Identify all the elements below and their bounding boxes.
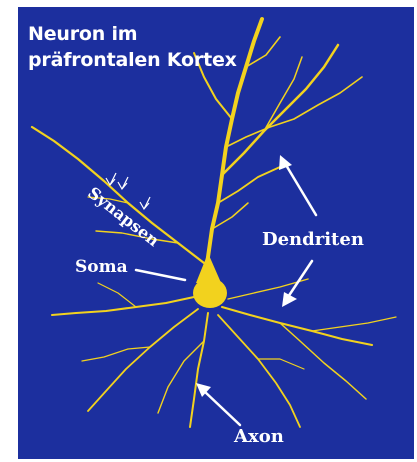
soma-pointer-line xyxy=(136,270,185,280)
label-dendriten: Dendriten xyxy=(262,229,364,250)
figure-title: Neuron im präfrontalen Kortex xyxy=(28,21,237,73)
neuron-illustration: Neuron im präfrontalen Kortex Synapsen D… xyxy=(18,7,414,459)
title-line-1: Neuron im xyxy=(28,21,237,47)
dendrite-branches xyxy=(32,19,396,427)
label-soma: Soma xyxy=(75,257,128,277)
soma-cone xyxy=(196,253,222,285)
title-line-2: präfrontalen Kortex xyxy=(28,47,237,73)
label-axon: Axon xyxy=(234,426,284,447)
